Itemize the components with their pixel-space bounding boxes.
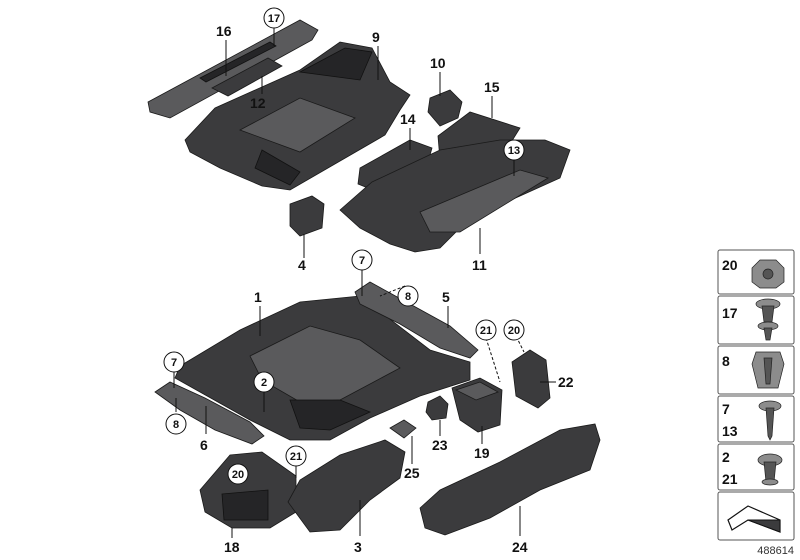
callout-circle-8-lower (165, 413, 187, 435)
callout-circle-2 (253, 371, 275, 393)
callout-circle-7-upper (351, 249, 373, 271)
part-24-side-trim[interactable] (419, 423, 601, 536)
part-11-carrier[interactable] (339, 139, 571, 253)
callout-circle-21-lower (285, 445, 307, 467)
legend-row-8[interactable]: 8 (717, 345, 795, 395)
legend-label-17: 17 (722, 305, 738, 321)
legend-row-7-13[interactable]: 7 13 (717, 395, 795, 443)
legend-label-8: 8 (722, 353, 730, 369)
part-16-strip[interactable] (147, 19, 319, 119)
part-6-strip[interactable] (154, 381, 265, 445)
callout-circle-8-upper (397, 285, 419, 307)
part-12-bracket[interactable] (211, 57, 283, 97)
callout-12: 12 (250, 95, 266, 111)
part-22-panel[interactable] (511, 349, 551, 409)
legend-label-2: 2 (722, 449, 730, 465)
leader-lines (173, 28, 556, 538)
callout-8-lower: 8 (173, 419, 179, 431)
callout-circle-20-upper (503, 319, 525, 341)
part-3-side-panel[interactable] (287, 439, 406, 533)
callout-14: 14 (400, 111, 416, 127)
screw-shank-icon (765, 407, 775, 441)
callout-18: 18 (224, 539, 240, 555)
callout-23: 23 (432, 437, 448, 453)
callout-21-upper: 21 (480, 325, 492, 337)
callout-19: 19 (474, 445, 490, 461)
legend-label-20: 20 (722, 257, 738, 273)
legend-row-20[interactable]: 20 (717, 249, 795, 295)
callout-20-lower: 20 (232, 469, 244, 481)
fastener-legend: 20 17 8 7 13 (717, 249, 795, 557)
callout-2: 2 (261, 377, 267, 389)
callout-1: 1 (254, 289, 262, 305)
callout-8-upper: 8 (405, 291, 411, 303)
callout-13: 13 (508, 145, 520, 157)
clip-stem-icon (761, 305, 775, 323)
callout-9: 9 (372, 29, 380, 45)
callout-3: 3 (354, 539, 362, 555)
part-9-floor-trim[interactable] (184, 41, 411, 191)
part-23-block[interactable] (425, 395, 449, 421)
callout-6: 6 (200, 437, 208, 453)
part-18-storage-tray[interactable] (199, 451, 297, 529)
callout-10: 10 (430, 55, 446, 71)
callout-24: 24 (512, 539, 528, 555)
callout-11: 11 (472, 257, 487, 273)
callout-16: 16 (216, 23, 232, 39)
callouts: 16 17 12 9 10 15 14 13 11 4 1 7 8 5 7 8 … (163, 7, 574, 555)
callout-20-upper: 20 (508, 325, 520, 337)
part-10-cover[interactable] (427, 89, 463, 127)
legend-label-13: 13 (722, 423, 738, 439)
legend-label-21: 21 (722, 471, 738, 487)
callout-17: 17 (268, 13, 280, 25)
callout-circle-17 (263, 7, 285, 29)
callout-circle-20-lower (227, 463, 249, 485)
callout-25: 25 (404, 465, 420, 481)
nut-hole-icon (762, 268, 774, 280)
diagram-id: 488614 (757, 545, 794, 557)
legend-row-2-21[interactable]: 2 21 (717, 443, 795, 491)
legend-row-17[interactable]: 17 (717, 295, 795, 345)
callout-21-lower: 21 (290, 451, 302, 463)
callout-15: 15 (484, 79, 500, 95)
callout-circle-13 (503, 139, 525, 161)
callout-7-lower: 7 (171, 357, 177, 369)
callout-5: 5 (442, 289, 450, 305)
callout-22: 22 (558, 374, 574, 390)
callout-4: 4 (298, 257, 306, 273)
legend-row-arrow[interactable] (717, 491, 795, 541)
part-25-plate[interactable] (389, 419, 417, 439)
callout-circle-21-upper (475, 319, 497, 341)
callout-circle-7-lower (163, 351, 185, 373)
part-5-strip[interactable] (354, 281, 479, 359)
legend-label-7: 7 (722, 401, 730, 417)
callout-7-upper: 7 (359, 255, 365, 267)
part-4-block[interactable] (289, 195, 325, 237)
part-19-storage-bin[interactable] (451, 377, 503, 433)
